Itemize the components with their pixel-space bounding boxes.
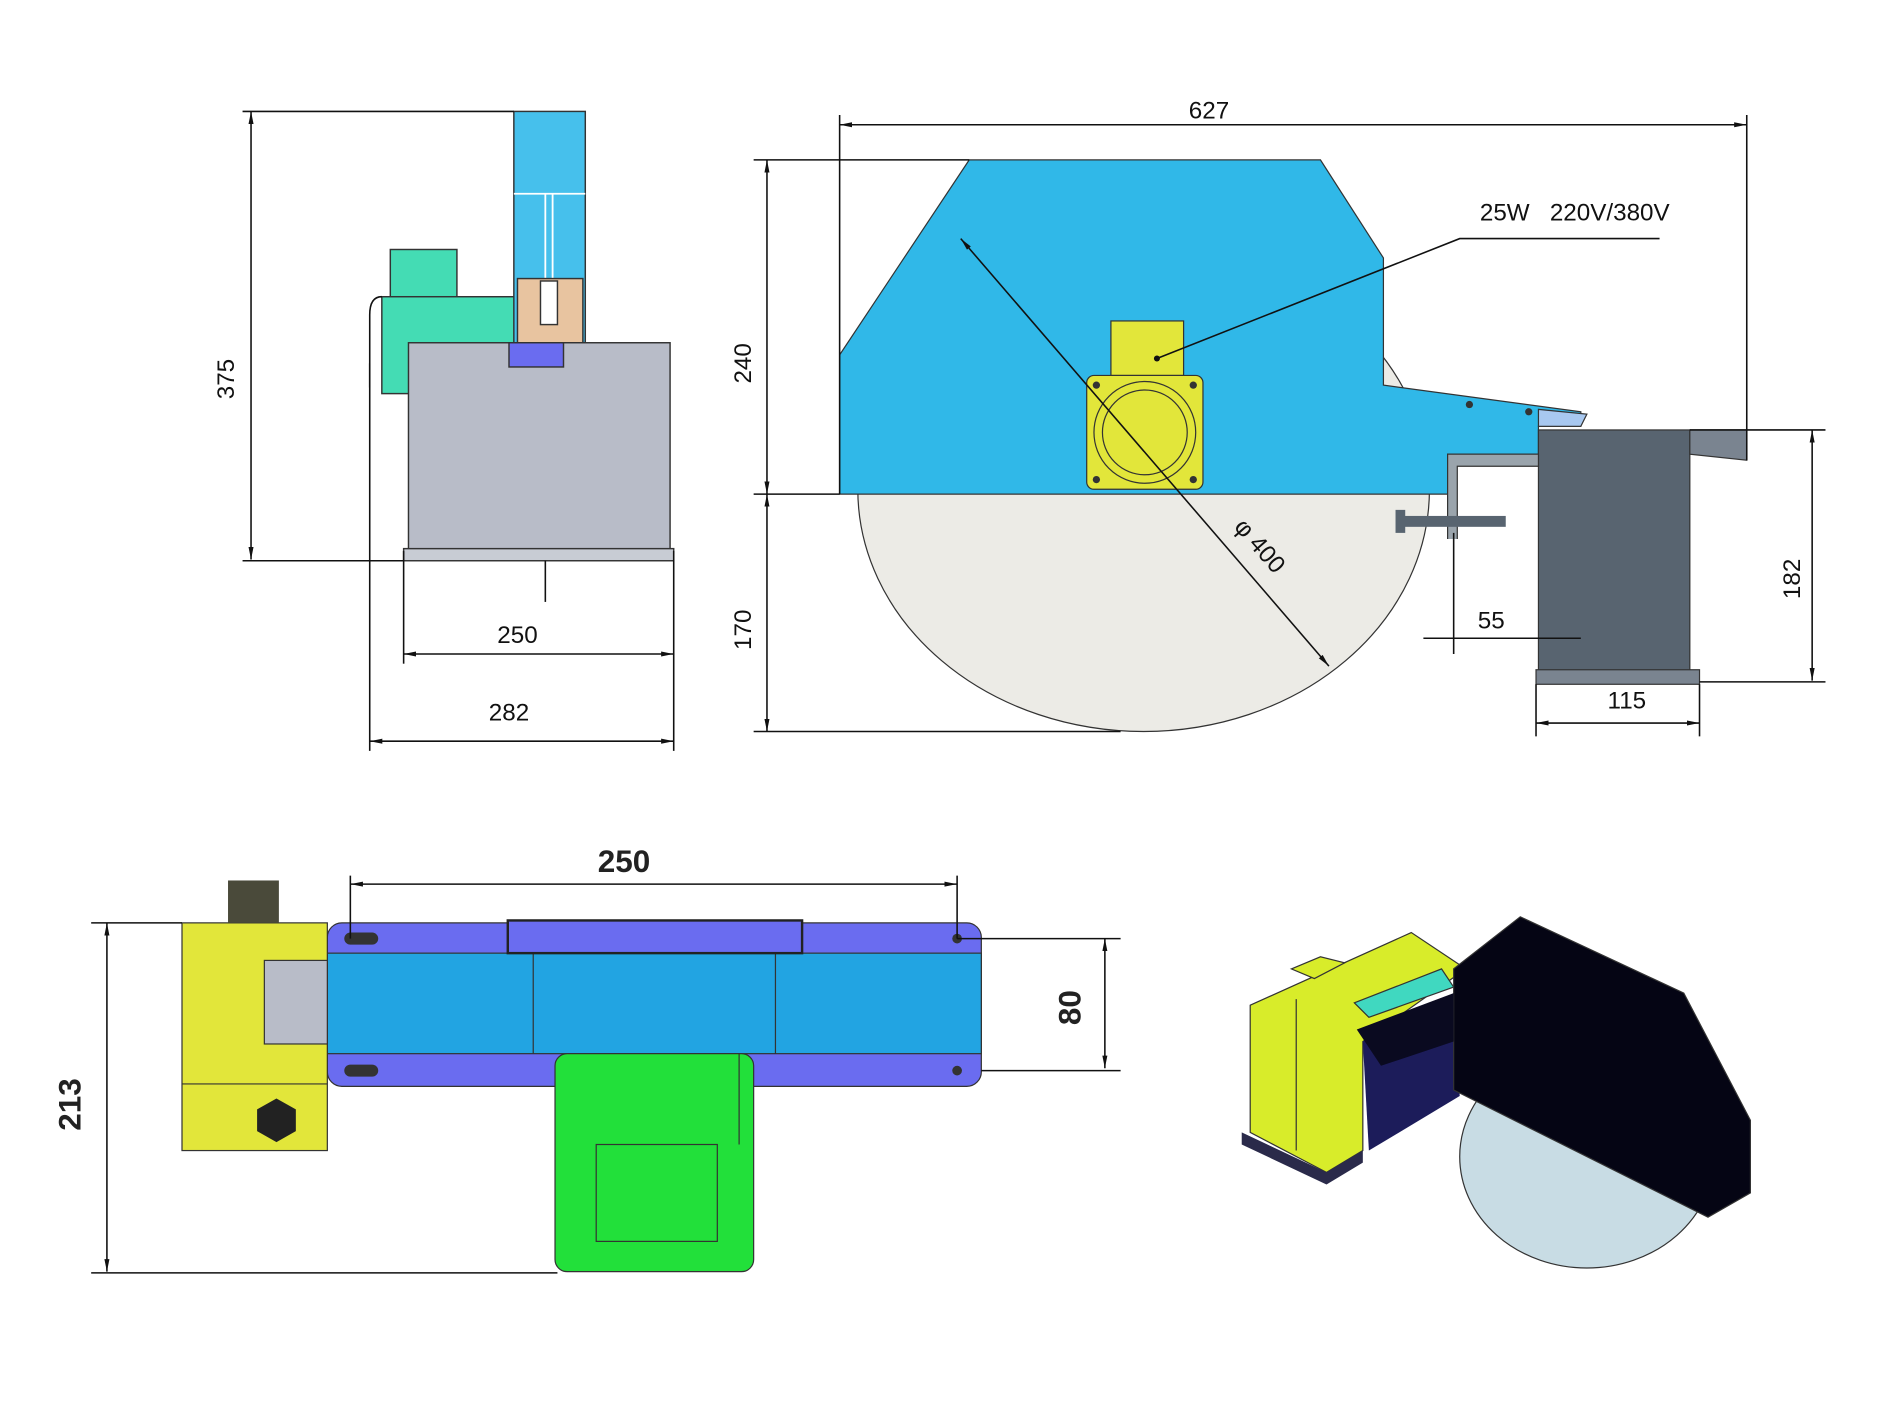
motor-spec-label: 25W 220V/380V [1480, 199, 1671, 226]
knob [228, 880, 279, 923]
top-view: 250 213 80 [52, 844, 1121, 1274]
side-view: 375 250 282 [213, 110, 675, 751]
dim-clamp-offset: 55 [1478, 608, 1505, 635]
dim-hole-pitch: 80 [1053, 990, 1088, 1025]
clamp-pad [508, 342, 565, 368]
guard-strip [326, 952, 982, 1055]
dim-side-outer-width: 282 [489, 700, 529, 727]
dim-side-inner-width: 250 [497, 622, 537, 649]
dim-clamp-width: 115 [1608, 688, 1647, 715]
dim-overall-depth: 213 [52, 1078, 87, 1131]
front-view: 25W 220V/380V φ 400 627 240 170 55 115 1… [730, 98, 1826, 737]
clamp-bolt [1402, 515, 1506, 527]
motor-teal-top [389, 248, 458, 304]
dim-overall-width: 627 [1189, 98, 1229, 125]
dim-side-height: 375 [213, 359, 240, 399]
blade-guard [839, 159, 1582, 495]
dim-upper-height: 240 [730, 343, 757, 383]
base-plate [402, 547, 675, 562]
motor-green [554, 1053, 755, 1273]
clamp-bracket [1537, 429, 1691, 673]
motor-top [1110, 320, 1185, 377]
iso-body [1453, 916, 1751, 1218]
dim-lower-height: 170 [730, 610, 757, 650]
motor [1086, 374, 1204, 490]
dim-hole-spacing: 250 [598, 844, 651, 879]
dim-clamp-height: 182 [1779, 559, 1806, 599]
base-box [407, 342, 671, 552]
isometric-view [1241, 916, 1751, 1269]
